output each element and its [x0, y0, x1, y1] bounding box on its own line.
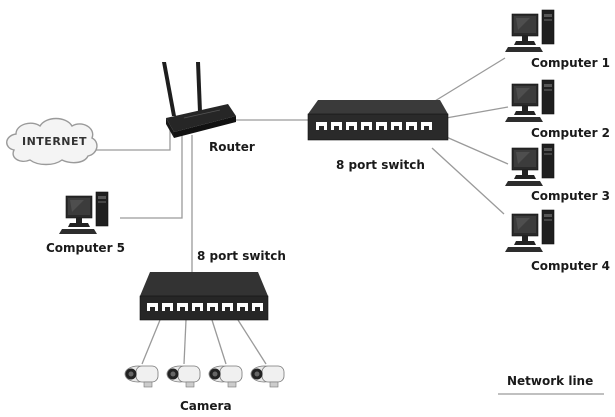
computer3-label: Computer 3	[531, 189, 611, 203]
link-internet-router	[95, 130, 171, 151]
camera3-icon	[208, 365, 243, 388]
network-lines	[95, 57, 509, 365]
switch-main-icon	[307, 100, 449, 141]
link-switch2-camera1	[141, 319, 161, 365]
computer5-icon	[58, 191, 109, 235]
computer1-label: Computer 1	[531, 56, 611, 70]
link-switch2-camera3	[211, 319, 227, 365]
link-switch2-camera2	[183, 319, 187, 365]
computer2-icon	[504, 79, 555, 123]
link-switch-computer4	[431, 147, 505, 215]
camera2-icon	[166, 365, 201, 388]
camera-label: Camera	[180, 399, 232, 413]
switch-main-label: 8 port switch	[336, 158, 425, 172]
switch-secondary-icon	[139, 272, 269, 321]
link-switch2-camera4	[237, 319, 267, 365]
link-switch-computer1	[429, 57, 506, 105]
internet-cloud-icon	[6, 117, 98, 166]
internet-label: INTERNET	[22, 135, 88, 148]
computer3-icon	[504, 143, 555, 187]
computer4-label: Computer 4	[531, 259, 611, 273]
camera1-icon	[124, 365, 159, 388]
camera4-icon	[250, 365, 285, 388]
computer1-icon	[504, 9, 555, 53]
router-label: Router	[209, 140, 255, 154]
link-router-computer5	[120, 135, 183, 219]
computer4-icon	[504, 209, 555, 253]
link-switch-computer2	[445, 106, 509, 119]
switch-secondary-label: 8 port switch	[197, 249, 286, 263]
router-icon	[162, 62, 236, 138]
link-switch-computer3	[443, 135, 509, 165]
computer2-label: Computer 2	[531, 126, 611, 140]
legend-label: Network line	[507, 374, 594, 388]
computer5-label: Computer 5	[46, 241, 126, 255]
